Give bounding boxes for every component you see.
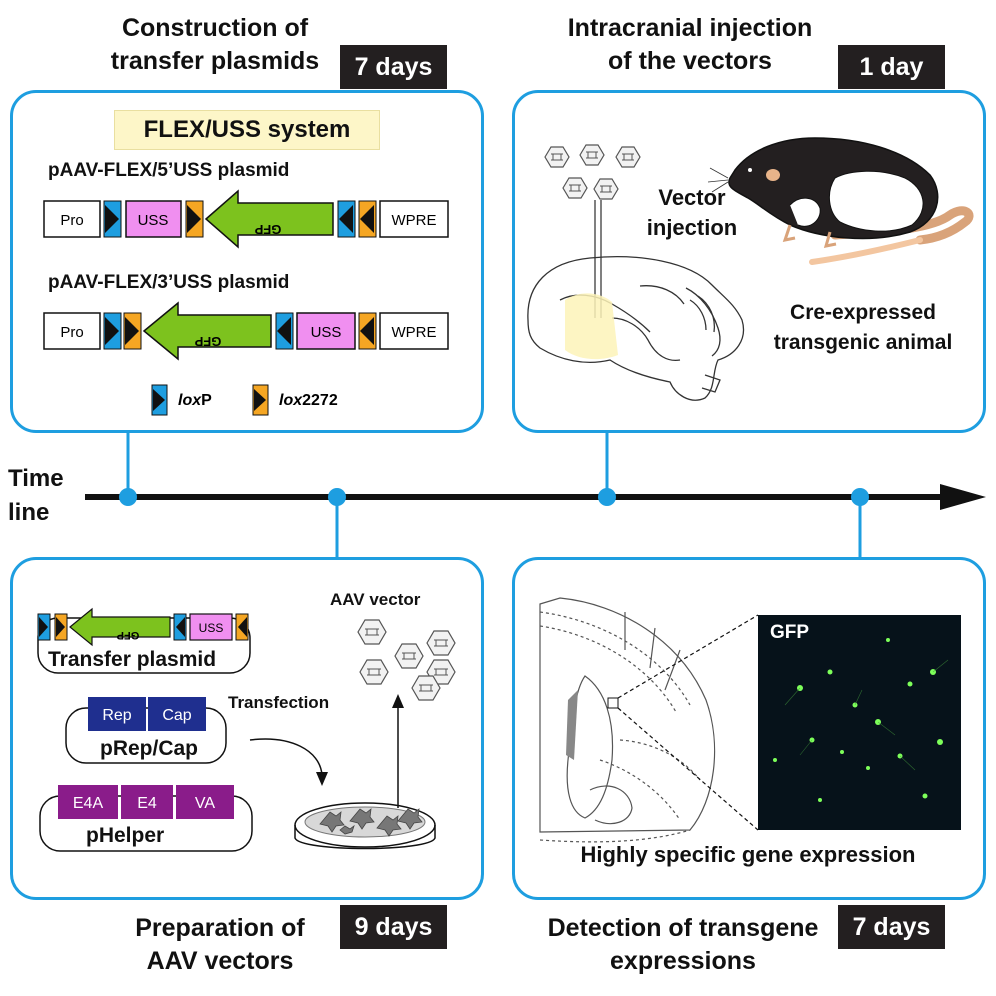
rep-label: Rep [102, 707, 131, 724]
step4-title-line1: Detection of transgene [547, 914, 819, 942]
ventricle-shape [566, 690, 578, 760]
va-label: VA [195, 795, 215, 812]
culture-dish-icon [294, 802, 436, 850]
plasmid1-name: pAAV-FLEX/5’USS plasmid [48, 160, 290, 181]
gfp-arrow-1 [204, 189, 334, 249]
aav-vector-label: AAV vector [330, 590, 421, 609]
vector-injection-line1: Vector [658, 185, 726, 210]
legend-lox2272: lox2272 [279, 392, 338, 409]
animal-label-line1: Cre-expressed [790, 301, 936, 324]
flex-uss-system-label: FLEX/USS system [114, 110, 380, 150]
va-box [176, 785, 234, 819]
wpre-label-1: WPRE [392, 212, 437, 229]
step2-title-line2: of the vectors [608, 47, 772, 75]
pro-box-2 [43, 312, 101, 350]
timeline-point-2 [328, 488, 346, 506]
rep-box [88, 697, 146, 731]
step4-title-line2: expressions [610, 947, 756, 975]
animal-label: Cre-expressed transgenic animal [748, 298, 978, 358]
uss-box-1 [125, 200, 182, 238]
plasmid2-name: pAAV-FLEX/3’USS plasmid [48, 272, 290, 293]
step1-title-line1: Construction of [121, 14, 309, 42]
plasmid-constructs: Pro USS GFP WPRE Pro GFP USS WPRE loxP l… [43, 189, 449, 416]
gfp-arrow-2 [142, 301, 272, 361]
rat-icon [707, 137, 974, 265]
transfection-arrow [249, 738, 323, 776]
step1-title-line2: transfer plasmids [110, 47, 320, 75]
timeline-point-4 [851, 488, 869, 506]
prepcap-label: pRep/Cap [100, 737, 199, 760]
gfp-micrograph [758, 615, 961, 830]
pro-box-1 [43, 200, 101, 238]
wpre-box-1 [379, 200, 449, 238]
gfp-label-small: GFP [117, 629, 140, 641]
step3-title-line2: AAV vectors [146, 947, 294, 975]
step3-duration-badge: 9 days [340, 905, 447, 949]
timeline-point-1 [119, 488, 137, 506]
step1-duration-badge: 7 days [340, 45, 447, 89]
timeline-point-3 [598, 488, 616, 506]
e4a-label: E4A [73, 795, 104, 812]
uss-label-2: USS [311, 324, 342, 341]
e4-label: E4 [137, 795, 157, 812]
step4-title: Detection of transgene expressions [528, 912, 838, 978]
zoom-region-marker [607, 697, 619, 709]
timeline-label-line1: Time [8, 465, 64, 492]
step2-illustration [527, 137, 974, 401]
pro-label-1: Pro [60, 212, 83, 229]
zoom-line-bottom [617, 707, 759, 831]
uss-box-2 [296, 312, 356, 350]
step2-duration-badge: 1 day [838, 45, 945, 89]
zoom-line-top [617, 614, 759, 699]
uss-label-1: USS [138, 212, 169, 229]
transfection-label: Transfection [228, 693, 330, 712]
legend-loxp: loxP [178, 392, 212, 409]
cap-box [148, 697, 206, 731]
gfp-arrow-small [69, 607, 171, 647]
injection-site-highlight [565, 293, 618, 360]
wpre-label-2: WPRE [392, 324, 437, 341]
phelper-label: pHelper [86, 824, 165, 847]
pro-label-2: Pro [60, 324, 83, 341]
step3-title-line1: Preparation of [135, 914, 305, 942]
uss-label-small: USS [199, 621, 224, 635]
step2-title-line1: Intracranial injection [567, 14, 813, 42]
timeline-label: Time line [8, 462, 64, 530]
gfp-label-2: GFP [194, 334, 221, 349]
cap-label: Cap [162, 707, 191, 724]
step4-duration-badge: 7 days [838, 905, 945, 949]
animal-label-line2: transgenic animal [773, 331, 953, 354]
step3-title: Preparation of AAV vectors [100, 912, 340, 978]
brain-coronal-icon [539, 597, 716, 843]
wpre-box-2 [379, 312, 449, 350]
transfer-plasmid-label: Transfer plasmid [48, 648, 217, 671]
e4a-box [58, 785, 118, 819]
step2-title: Intracranial injection of the vectors [545, 12, 835, 78]
vector-injection-label: Vector injection [632, 183, 752, 243]
gfp-label-1: GFP [254, 222, 281, 237]
e4-box [121, 785, 173, 819]
step1-title: Construction of transfer plasmids [90, 12, 340, 78]
vector-injection-line2: injection [646, 215, 738, 240]
uss-box-small [189, 613, 233, 641]
gfp-image-label: GFP [770, 622, 810, 643]
timeline-label-line2: line [8, 499, 50, 526]
timeline-arrowhead [940, 484, 986, 510]
step4-caption: Highly specific gene expression [580, 842, 916, 867]
